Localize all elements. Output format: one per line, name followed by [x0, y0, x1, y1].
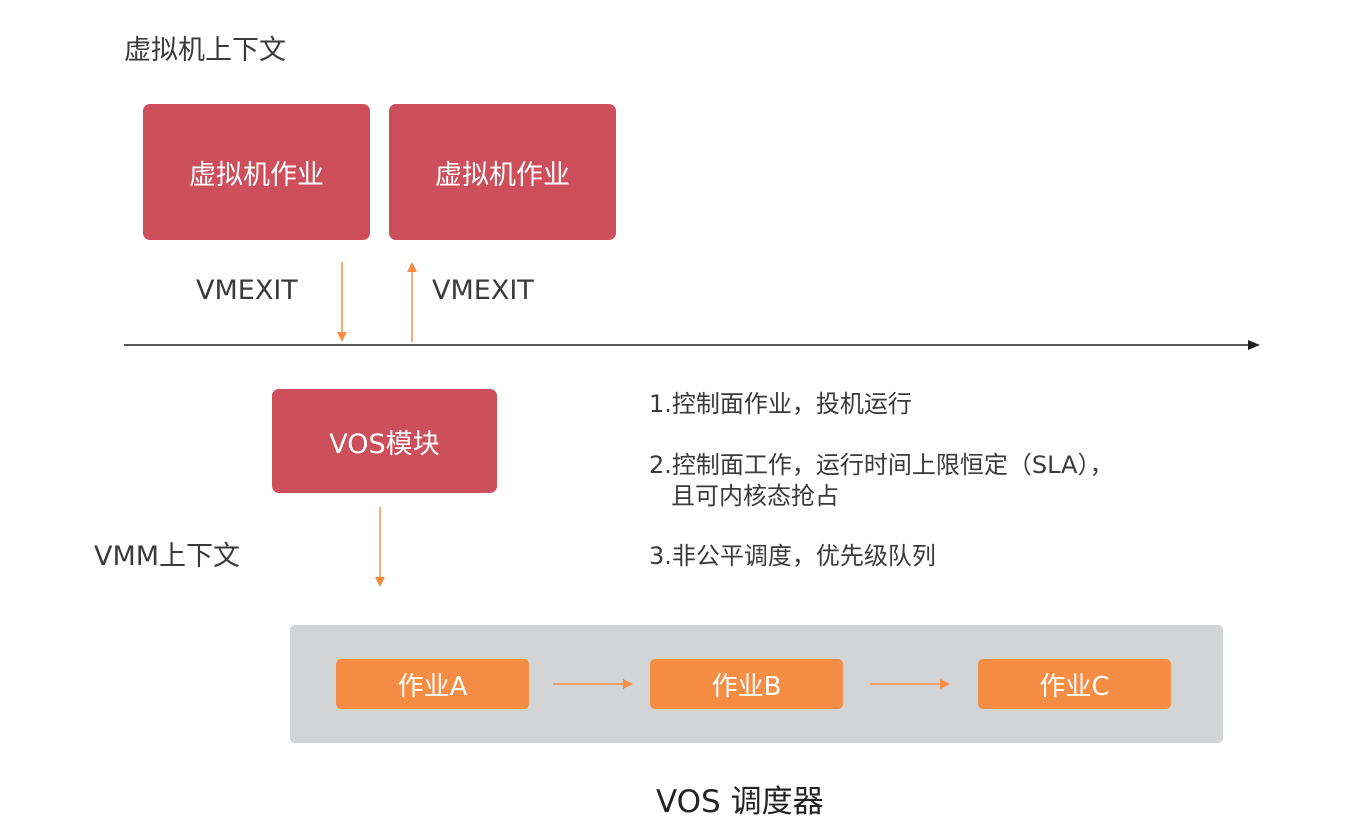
queue-job-label: 作业C [1039, 671, 1110, 702]
queue-job-c: 作业C [978, 659, 1171, 709]
note-3-line-1: 3.非公平调度，优先级队列 [649, 542, 936, 570]
note-2-line-2: 且可内核态抢占 [671, 482, 839, 510]
vm-job-box-2: 虚拟机作业 [389, 104, 616, 240]
vos-module-box: VOS模块 [272, 389, 497, 493]
note-1-line-1: 1.控制面作业，投机运行 [649, 390, 912, 418]
queue-job-a: 作业A [336, 659, 529, 709]
vm-job-box-1: 虚拟机作业 [143, 104, 370, 240]
vm-job-label: 虚拟机作业 [189, 159, 324, 191]
vm-job-label: 虚拟机作业 [435, 159, 570, 191]
vmexit-label-down: VMEXIT [196, 275, 298, 306]
vm-context-title: 虚拟机上下文 [124, 35, 286, 66]
vmm-context-title: VMM上下文 [94, 541, 241, 572]
note-2-line-1: 2.控制面工作，运行时间上限恒定（SLA）， [649, 451, 1114, 479]
note-1: 1.控制面作业，投机运行 [649, 389, 912, 420]
vmexit-label-up: VMEXIT [432, 275, 534, 306]
vos-module-label: VOS模块 [329, 428, 440, 460]
queue-job-label: 作业B [711, 671, 782, 702]
note-3: 3.非公平调度，优先级队列 [649, 541, 936, 572]
note-2: 2.控制面工作，运行时间上限恒定（SLA）， 且可内核态抢占 [649, 450, 1113, 512]
queue-job-b: 作业B [650, 659, 843, 709]
queue-job-label: 作业A [397, 671, 468, 702]
scheduler-caption: VOS 调度器 [656, 784, 824, 820]
